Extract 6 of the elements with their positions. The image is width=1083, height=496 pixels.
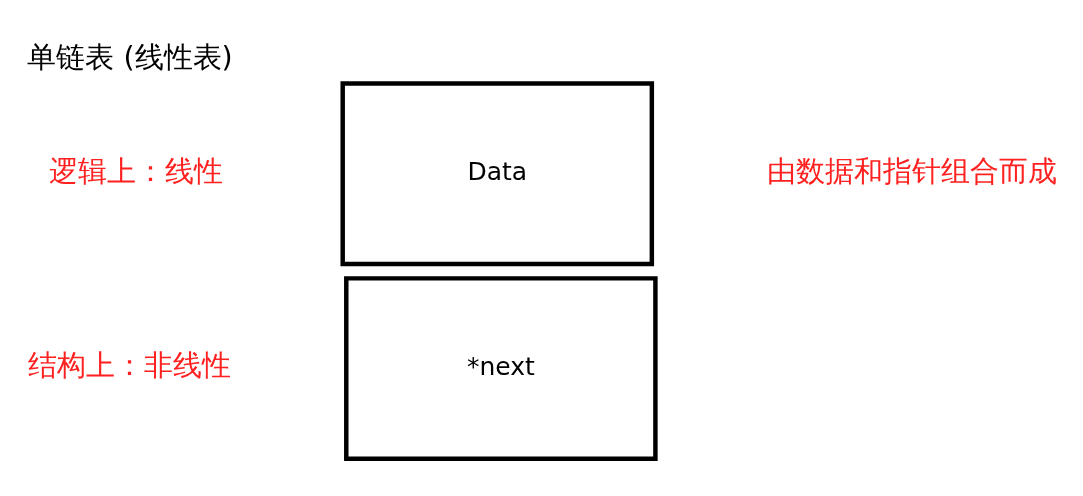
label: 结构上：非线性 [27, 348, 231, 383]
diagram-title: 单链表 (线性表) [27, 40, 233, 75]
label: 由数据和指针组合而成 [766, 153, 1057, 188]
node-box: *next [344, 276, 658, 462]
node-box: Data [340, 81, 655, 267]
label: 逻辑上：线性 [49, 153, 224, 188]
